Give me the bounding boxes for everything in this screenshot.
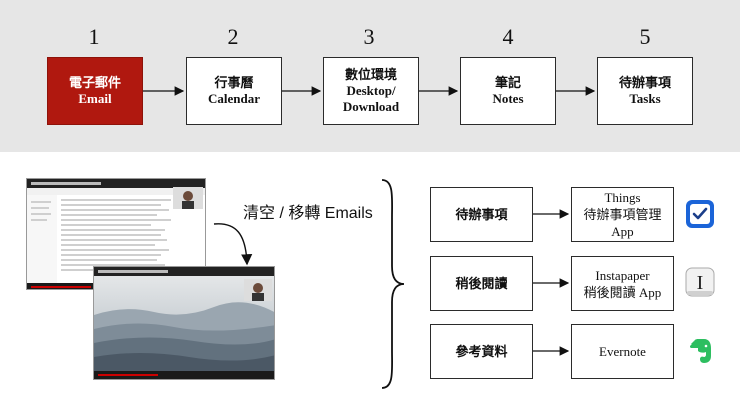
step-label-zh: 數位環境 — [344, 67, 397, 82]
step-label-zh: 筆記 — [494, 75, 521, 90]
curved-arrow — [213, 223, 253, 266]
step-label-zh: 待辦事項 — [618, 75, 671, 90]
step-box-notes: 筆記 Notes — [460, 57, 556, 125]
category-label: 參考資料 — [455, 344, 508, 359]
step-label-en: Desktop/ — [346, 83, 396, 98]
cleared-inbox-video-thumbnail — [93, 266, 275, 380]
step-number-4: 4 — [502, 24, 514, 49]
tool-box-things: Things 待辦事項管理 App — [571, 187, 674, 242]
step-label-zh: 電子郵件 — [68, 75, 121, 90]
svg-text:I: I — [697, 272, 704, 294]
category-label: 待辦事項 — [455, 207, 508, 222]
tool-name: Things — [604, 190, 641, 205]
curly-brace — [381, 179, 405, 389]
tool-name: Instapaper — [595, 267, 650, 283]
step-label-en: Notes — [492, 91, 524, 106]
step-label-zh: 行事曆 — [214, 75, 254, 90]
step-label-en-2: Download — [342, 99, 400, 114]
step-number-1: 1 — [88, 24, 100, 49]
things-checkbox-icon — [686, 200, 714, 228]
step-number-5: 5 — [639, 24, 651, 49]
step-box-calendar: 行事曆 Calendar — [186, 57, 282, 125]
step-box-tasks: 待辦事項 Tasks — [597, 57, 693, 125]
category-box-read-later: 稍後閱讀 — [430, 256, 533, 311]
step-number-3: 3 — [363, 24, 375, 49]
category-box-todo: 待辦事項 — [430, 187, 533, 242]
tool-desc: 稍後閱讀 App — [583, 284, 662, 300]
step-box-email: 電子郵件 Email — [47, 57, 143, 125]
category-box-reference: 參考資料 — [430, 324, 533, 379]
category-label: 稍後閱讀 — [455, 276, 508, 291]
step-number-2: 2 — [227, 24, 239, 49]
step-label-en: Email — [78, 91, 112, 106]
step-box-desktop: 數位環境 Desktop/ Download — [323, 57, 419, 125]
tool-box-instapaper: Instapaper 稍後閱讀 App — [571, 256, 674, 311]
tool-desc: 待辦事項管理 App — [583, 207, 662, 239]
tool-box-evernote: Evernote — [571, 324, 674, 379]
step-label-en: Calendar — [208, 91, 260, 106]
evernote-elephant-icon — [690, 339, 711, 363]
step-label-en: Tasks — [629, 91, 661, 106]
instapaper-i-icon: I — [685, 267, 715, 297]
tool-name: Evernote — [599, 344, 646, 359]
caption-clear-emails: 清空 / 移轉 Emails — [243, 205, 373, 222]
